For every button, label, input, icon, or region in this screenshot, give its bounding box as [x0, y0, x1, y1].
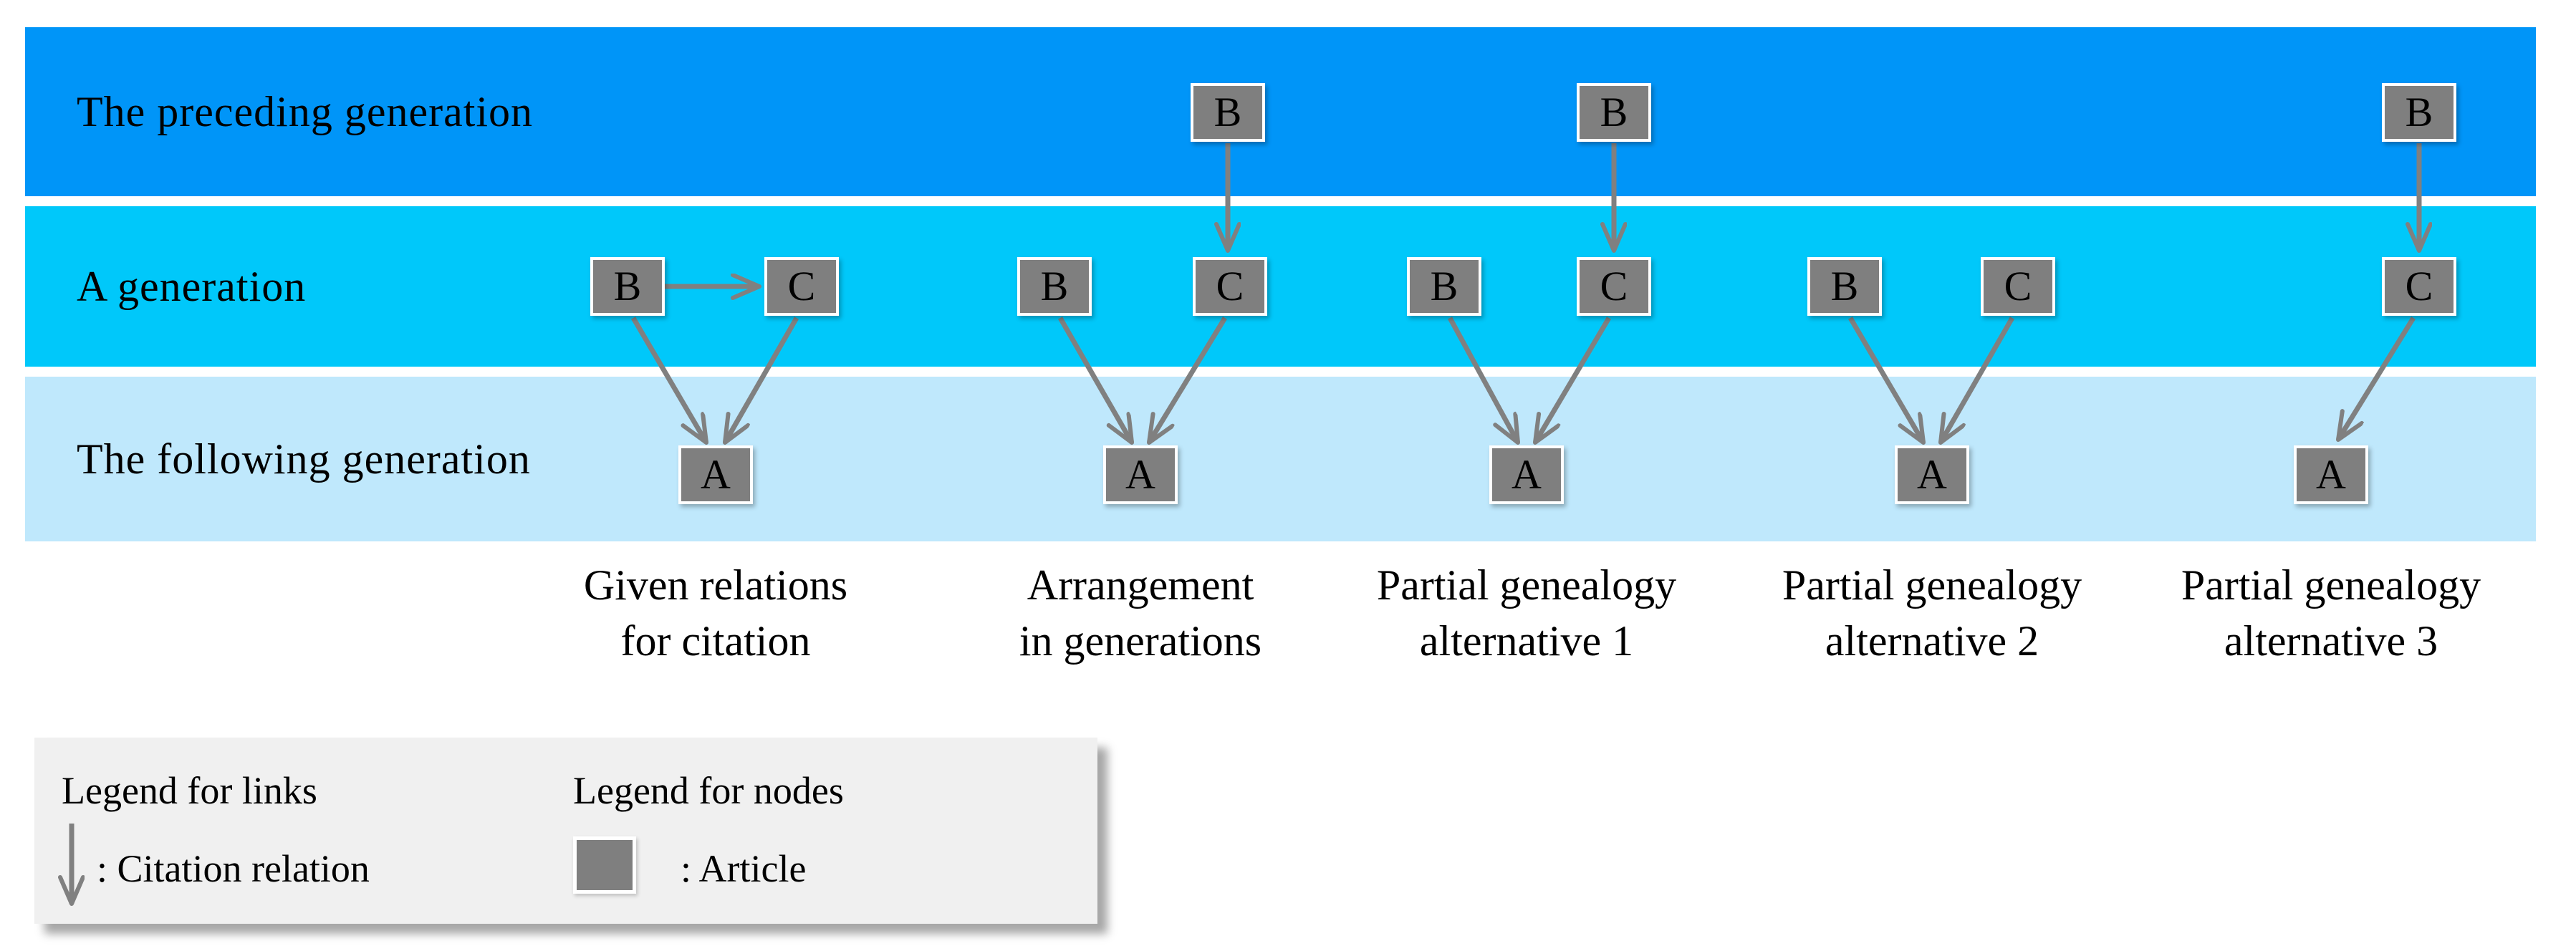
caption-alternative-3: Partial genealogy alternative 3 [2087, 557, 2575, 669]
band-a-generation: A generation [25, 206, 2536, 367]
article-node-d2-a: A [1103, 445, 1178, 504]
article-node-d1-c: C [764, 257, 839, 316]
legend-box: Legend for links Legend for nodes : Cita… [34, 738, 1097, 924]
legend-citation-relation-label: : Citation relation [97, 847, 370, 890]
article-node-d1-b: B [590, 257, 665, 316]
article-node-d5-c: C [2382, 257, 2456, 316]
band-following-generation: The following generation [25, 377, 2536, 541]
caption-line-2: alternative 1 [1419, 617, 1634, 665]
caption-line-2: alternative 2 [1825, 617, 2039, 665]
article-node-d4-b: B [1807, 257, 1882, 316]
article-node-d3-b-top: B [1577, 83, 1651, 142]
article-node-d3-a: A [1489, 445, 1564, 504]
caption-line-1: Arrangement [1027, 561, 1254, 609]
caption-given-relations: Given relations for citation [472, 557, 959, 669]
article-swatch-icon [573, 836, 636, 894]
article-node-d1-a: A [678, 445, 753, 504]
article-node-d4-a: A [1895, 445, 1969, 504]
caption-line-2: for citation [620, 617, 811, 665]
caption-alternative-2: Partial genealogy alternative 2 [1688, 557, 2176, 669]
legend-nodes-header: Legend for nodes [573, 769, 844, 812]
caption-alternative-1: Partial genealogy alternative 1 [1283, 557, 1770, 669]
caption-line-2: alternative 3 [2224, 617, 2438, 665]
caption-arrangement: Arrangement in generations [897, 557, 1384, 669]
caption-line-1: Partial genealogy [2181, 561, 2481, 609]
article-node-d2-b-top: B [1191, 83, 1265, 142]
band-preceding-label: The preceding generation [77, 87, 534, 135]
caption-line-1: Partial genealogy [1376, 561, 1677, 609]
band-following-label: The following generation [77, 435, 531, 483]
legend-article-label: : Article [681, 847, 807, 890]
legend-links-header: Legend for links [62, 769, 317, 812]
article-node-d4-c: C [1981, 257, 2055, 316]
article-node-d3-b: B [1407, 257, 1481, 316]
caption-line-2: in generations [1019, 617, 1262, 665]
article-node-d5-a: A [2294, 445, 2368, 504]
article-node-d2-c: C [1193, 257, 1267, 316]
article-node-d5-b-top: B [2382, 83, 2456, 142]
article-node-d2-b: B [1017, 257, 1092, 316]
band-a-generation-label: A generation [77, 262, 307, 310]
band-preceding-generation: The preceding generation [25, 27, 2536, 196]
caption-line-1: Given relations [583, 561, 848, 609]
article-node-d3-c: C [1577, 257, 1651, 316]
caption-line-1: Partial genealogy [1782, 561, 2082, 609]
